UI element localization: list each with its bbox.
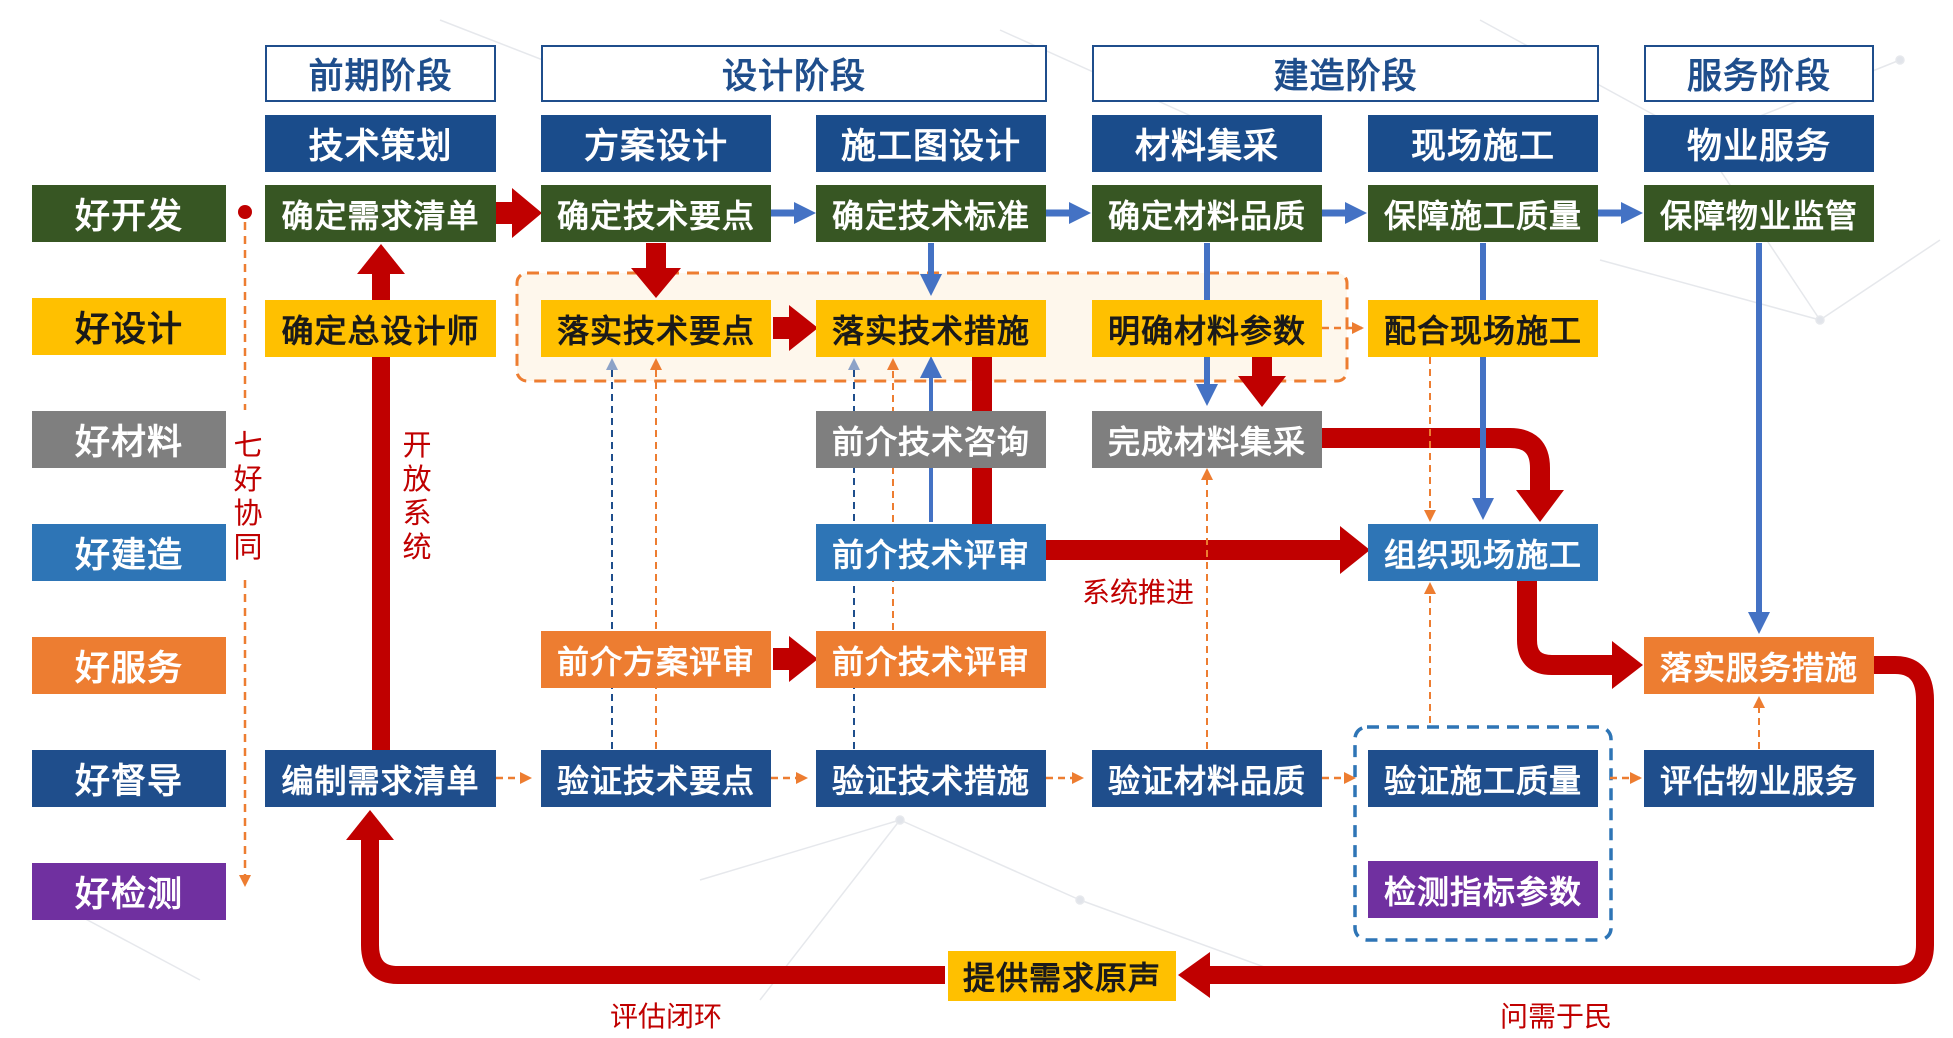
node-pre-tech-review-service: 前介技术评审 — [816, 631, 1046, 688]
stage-tech-planning: 技术策划 — [265, 115, 496, 172]
node-confirm-requirement-list: 确定需求清单 — [265, 185, 496, 242]
node-organize-site-construction: 组织现场施工 — [1368, 524, 1598, 581]
node-test-indicator-params: 检测指标参数 — [1368, 861, 1598, 918]
node-implement-service-measures: 落实服务措施 — [1644, 637, 1874, 694]
node-ensure-construction-quality: 保障施工质量 — [1368, 185, 1598, 242]
node-verify-tech-measures: 验证技术措施 — [816, 750, 1046, 807]
phase-early: 前期阶段 — [265, 45, 496, 102]
row-label-dev: 好开发 — [32, 185, 226, 242]
row-label-material: 好材料 — [32, 411, 226, 468]
node-implement-tech-measures: 落实技术措施 — [816, 300, 1046, 357]
stage-construction-drawing: 施工图设计 — [816, 115, 1046, 172]
node-pre-tech-consult: 前介技术咨询 — [816, 411, 1046, 468]
stage-property-service: 物业服务 — [1644, 115, 1874, 172]
node-compile-requirement-list: 编制需求清单 — [265, 750, 496, 807]
phase-construction: 建造阶段 — [1092, 45, 1599, 102]
node-confirm-chief-designer: 确定总设计师 — [265, 300, 496, 357]
label-evaluation-closed-loop: 评估闭环 — [610, 1000, 723, 1033]
stage-scheme-design: 方案设计 — [541, 115, 771, 172]
phase-service: 服务阶段 — [1644, 45, 1874, 102]
node-clarify-material-params: 明确材料参数 — [1092, 300, 1322, 357]
row-label-design: 好设计 — [32, 298, 226, 355]
node-ensure-property-supervision: 保障物业监管 — [1644, 185, 1874, 242]
node-pre-tech-review-build: 前介技术评审 — [816, 524, 1046, 581]
node-verify-tech-points: 验证技术要点 — [541, 750, 771, 807]
node-pre-scheme-review: 前介方案评审 — [541, 631, 771, 688]
node-cooperate-site-construction: 配合现场施工 — [1368, 300, 1598, 357]
row-label-build: 好建造 — [32, 524, 226, 581]
node-verify-material-quality: 验证材料品质 — [1092, 750, 1322, 807]
node-confirm-tech-points: 确定技术要点 — [541, 185, 771, 242]
label-seven-good-synergy: 七好协同 — [233, 428, 263, 564]
node-confirm-tech-standard: 确定技术标准 — [816, 185, 1046, 242]
row-label-test: 好检测 — [32, 863, 226, 920]
stage-site-construction: 现场施工 — [1368, 115, 1598, 172]
row-label-supervise: 好督导 — [32, 750, 226, 807]
node-confirm-material-quality: 确定材料品质 — [1092, 185, 1322, 242]
node-verify-construction-quality: 验证施工质量 — [1368, 750, 1598, 807]
node-evaluate-property-service: 评估物业服务 — [1644, 750, 1874, 807]
phase-design: 设计阶段 — [541, 45, 1047, 102]
node-provide-demand-voice: 提供需求原声 — [948, 951, 1176, 1001]
stage-material-procurement: 材料集采 — [1092, 115, 1322, 172]
row-label-service: 好服务 — [32, 637, 226, 694]
label-system-advance: 系统推进 — [1082, 576, 1195, 609]
node-complete-material-procurement: 完成材料集采 — [1092, 411, 1322, 468]
label-open-system: 开放系统 — [402, 428, 432, 564]
label-ask-needs-of-people: 问需于民 — [1500, 1000, 1613, 1033]
node-implement-tech-points: 落实技术要点 — [541, 300, 771, 357]
